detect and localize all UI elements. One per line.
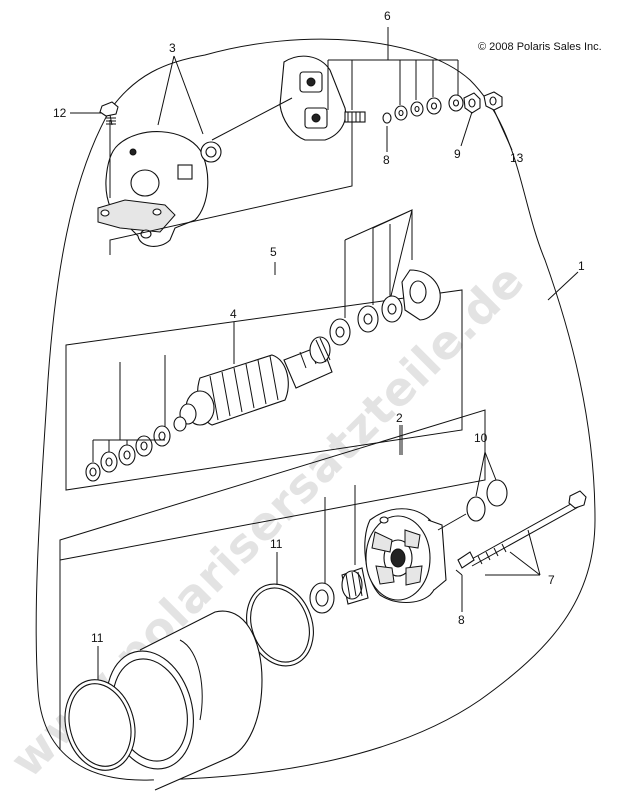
brush-holder-plate: [279, 55, 366, 141]
callout-9: 9: [454, 147, 461, 161]
callout-11-left: 11: [91, 631, 104, 645]
callout-6: 6: [384, 9, 391, 23]
armature-shims-left: [85, 425, 171, 482]
copyright-text: © 2008 Polaris Sales Inc.: [478, 41, 602, 53]
callout-8-top: 8: [383, 153, 390, 167]
armature-shims-right: [329, 269, 441, 346]
callout-10: 10: [474, 431, 488, 445]
callout-3: 3: [169, 41, 176, 55]
callout-12: 12: [53, 106, 67, 120]
rear-end-cap: [97, 131, 209, 247]
callout-1: 1: [578, 259, 585, 273]
callout-13: 13: [510, 151, 524, 165]
callout-7: 7: [548, 573, 555, 587]
front-drive-housing: [364, 508, 447, 604]
bolt-12: [99, 101, 119, 126]
drive-bearing: [309, 567, 369, 614]
through-bolts: [457, 490, 587, 569]
callout-11-middle: 11: [270, 537, 283, 551]
callout-4: 4: [230, 307, 237, 321]
callout-2: 2: [396, 411, 403, 425]
callout-8-bottom: 8: [458, 613, 465, 627]
stud-washers: [382, 91, 503, 124]
o-ring-left: [64, 679, 136, 771]
starter-assembly-outline: [35, 38, 596, 781]
brush-covers: [466, 479, 508, 522]
callout-5: 5: [270, 245, 277, 259]
end-cap-bushing: [200, 141, 222, 163]
armature: [173, 336, 333, 432]
